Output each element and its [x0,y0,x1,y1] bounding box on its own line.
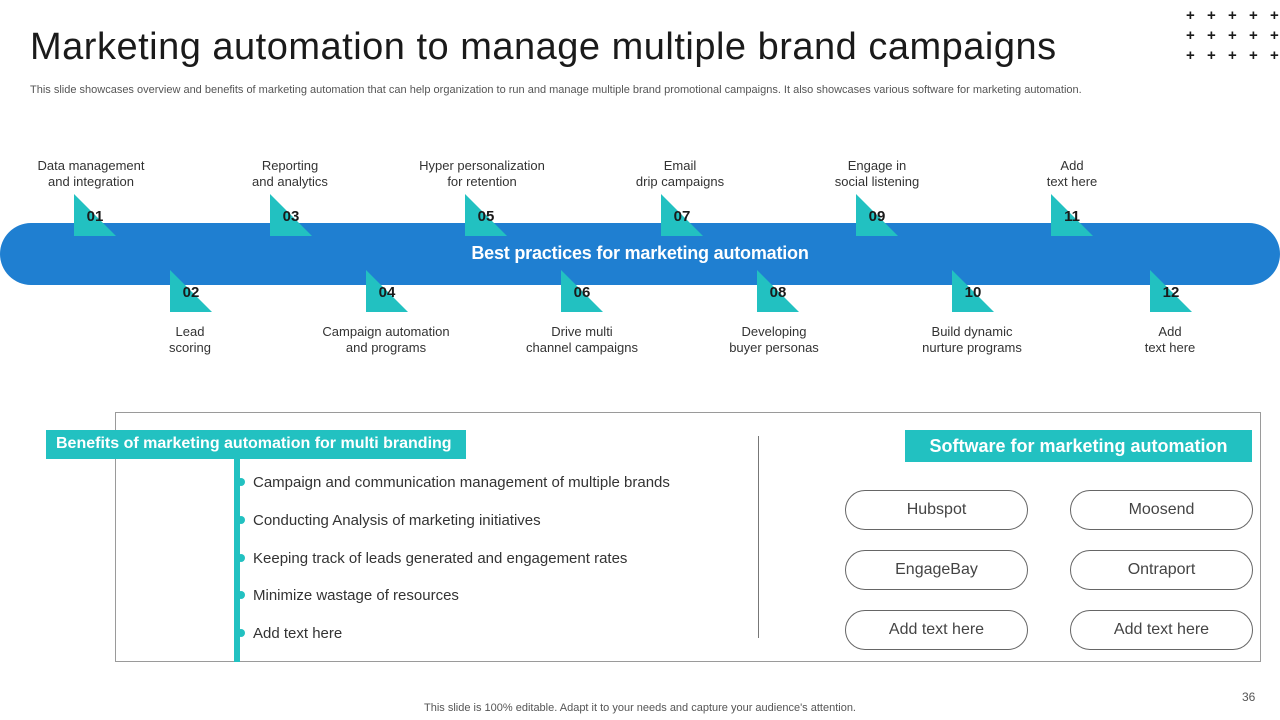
step-label-12: Add text here [1090,324,1250,356]
benefit-text: Minimize wastage of resources [253,587,459,604]
step-marker-03 [270,194,312,236]
step-label-02: Lead scoring [110,324,270,356]
step-label-line: Drive multi [551,324,613,339]
step-label-line: drip campaigns [635,174,725,189]
section-divider [758,436,759,638]
step-marker-09 [856,194,898,236]
step-marker-04 [366,270,408,312]
benefit-text: Keeping track of leads generated and eng… [253,550,628,567]
step-label-line: Data management [37,158,145,173]
step-label-line: Campaign automation [322,324,450,339]
step-label-line: Lead [175,324,205,339]
step-label-01: Data management and integration [11,158,171,190]
software-pill-engagebay: EngageBay [845,550,1028,590]
step-marker-12 [1150,270,1192,312]
benefit-item: Campaign and communication management of… [237,474,670,491]
step-label-line: channel campaigns [525,340,639,355]
page-title: Marketing automation to manage multiple … [30,26,1057,68]
bullet-icon [237,629,245,638]
step-label-06: Drive multi channel campaigns [502,324,662,356]
step-label-08: Developing buyer personas [694,324,854,356]
step-label-line: Hyper personalization [419,158,545,173]
bullet-icon [237,591,245,600]
software-pill-ontraport: Ontraport [1070,550,1253,590]
step-label-03: Reporting and analytics [210,158,370,190]
step-label-line: Add [1158,324,1182,339]
footer-note: This slide is 100% editable. Adapt it to… [424,702,856,714]
step-label-line: Build dynamic [931,324,1013,339]
step-number-04: 04 [378,284,396,301]
step-marker-11 [1051,194,1093,236]
bullet-icon [237,516,245,525]
step-label-line: social listening [834,174,920,189]
step-label-line: and analytics [252,174,328,189]
step-number-07: 07 [673,208,691,225]
step-label-07: Email drip campaigns [600,158,760,190]
step-label-09: Engage in social listening [797,158,957,190]
step-label-line: for retention [447,174,517,189]
page-number: 36 [1242,690,1256,704]
step-label-line: Reporting [261,158,319,173]
step-number-05: 05 [477,208,495,225]
software-pill-placeholder: Add text here [1070,610,1253,650]
plus-grid-icon: +++++ +++++ +++++ [1186,7,1279,64]
step-number-03: 03 [282,208,300,225]
step-number-01: 01 [86,208,104,225]
step-label-line: Add [1060,158,1084,173]
step-label-10: Build dynamic nurture programs [892,324,1052,356]
bullet-icon [237,554,245,563]
step-label-05: Hyper personalization for retention [402,158,562,190]
benefit-item: Keeping track of leads generated and eng… [237,550,627,567]
benefit-item: Add text here [237,625,342,642]
step-label-line: scoring [169,340,211,355]
step-label-line: Engage in [847,158,907,173]
step-label-line: Email [663,158,697,173]
software-pill-placeholder: Add text here [845,610,1028,650]
benefit-text: Conducting Analysis of marketing initiat… [253,512,541,529]
step-label-11: Add text here [992,158,1152,190]
step-label-line: and programs [345,340,427,355]
step-number-11: 11 [1064,208,1080,225]
step-marker-06 [561,270,603,312]
step-number-02: 02 [182,284,200,301]
step-marker-01 [74,194,116,236]
step-marker-07 [661,194,703,236]
bullet-icon [237,478,245,487]
benefit-text: Campaign and communication management of… [253,474,670,491]
software-header: Software for marketing automation [905,430,1252,462]
step-label-line: Developing [741,324,807,339]
step-label-line: nurture programs [922,340,1022,355]
software-pill-hubspot: Hubspot [845,490,1028,530]
benefits-header: Benefits of marketing automation for mul… [46,430,466,459]
step-marker-05 [465,194,507,236]
step-label-line: and integration [47,174,134,189]
step-label-line: text here [1046,174,1098,189]
step-marker-08 [757,270,799,312]
step-number-10: 10 [964,284,982,301]
step-marker-10 [952,270,994,312]
benefit-item: Conducting Analysis of marketing initiat… [237,512,541,529]
software-pill-moosend: Moosend [1070,490,1253,530]
benefit-item: Minimize wastage of resources [237,587,459,604]
step-marker-02 [170,270,212,312]
band-label: Best practices for marketing automation [471,243,809,263]
step-label-line: text here [1144,340,1196,355]
step-number-06: 06 [573,284,591,301]
benefit-text: Add text here [253,625,343,642]
step-label-04: Campaign automation and programs [306,324,466,356]
step-number-09: 09 [868,208,886,225]
page-subtitle: This slide showcases overview and benefi… [30,84,1082,96]
step-number-12: 12 [1162,284,1180,301]
bottom-panel [115,412,1261,662]
step-number-08: 08 [769,284,787,301]
step-label-line: buyer personas [729,340,819,355]
